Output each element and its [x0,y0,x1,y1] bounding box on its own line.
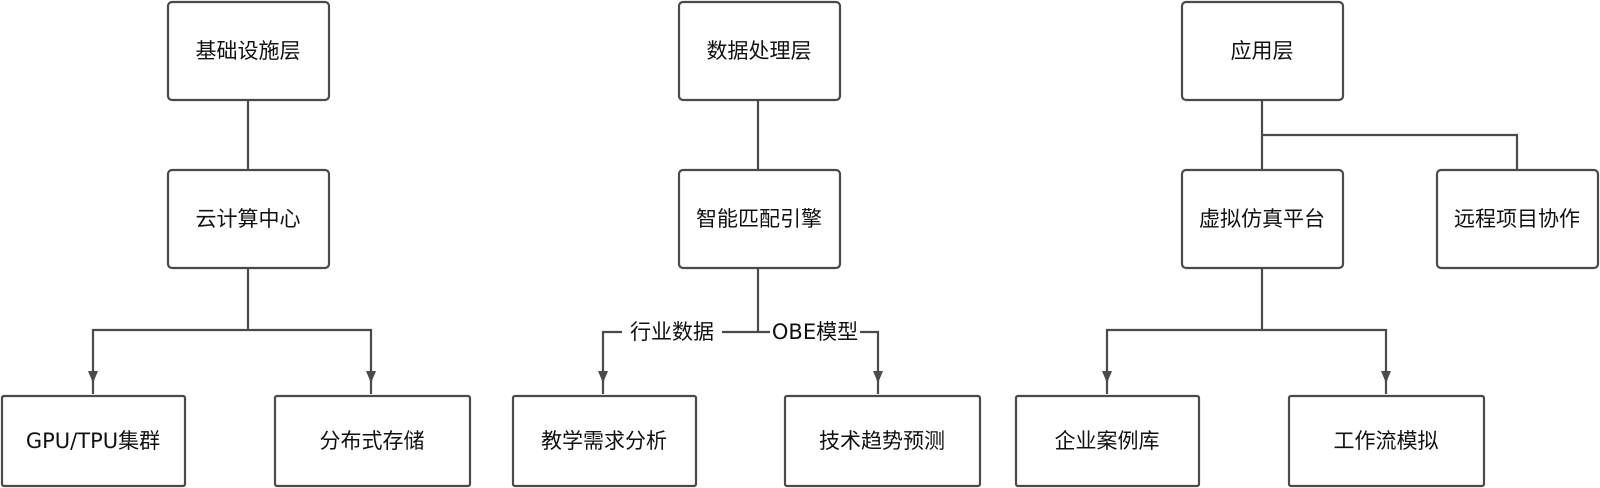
label-bg-obe [770,318,860,346]
node-storage[interactable]: 分布式存储 [273,394,472,488]
edge-engine-branches [601,330,880,394]
node-data[interactable]: 数据处理层 [677,0,842,102]
node-gpu-label: GPU/TPU集群 [26,429,160,453]
node-cases-box [1014,394,1201,488]
edge-sim-branches [1105,328,1388,394]
node-storage-box [273,394,472,488]
node-gpu-box [0,394,187,488]
node-engine-box [677,168,842,270]
node-workflow-label: 工作流模拟 [1334,429,1439,453]
edge-label-obe-model: OBE模型 [772,320,858,344]
edge-label-industry-data: 行业数据 [630,320,714,344]
node-app[interactable]: 应用层 [1180,0,1345,102]
node-workflow-box [1287,394,1486,488]
node-infra-box [166,0,331,102]
edge-app-to-remote [1262,133,1519,170]
node-remote-box [1435,168,1600,270]
node-engine-label: 智能匹配引擎 [696,207,822,231]
edges-application [1102,100,1519,394]
node-teaching-box [511,394,698,488]
node-infra[interactable]: 基础设施层 [166,0,331,102]
node-cloud-box [166,168,331,270]
node-workflow[interactable]: 工作流模拟 [1287,394,1486,488]
node-app-label: 应用层 [1231,39,1294,63]
node-trend-label: 技术趋势预测 [819,429,945,453]
node-teaching[interactable]: 教学需求分析 [511,394,698,488]
edges-infrastructure [88,100,376,394]
node-trend[interactable]: 技术趋势预测 [783,394,982,488]
node-cloud-label: 云计算中心 [196,207,301,231]
node-sim-box [1180,168,1345,270]
node-teaching-label: 教学需求分析 [541,429,667,453]
node-cases[interactable]: 企业案例库 [1014,394,1201,488]
node-cases-label: 企业案例库 [1055,429,1160,453]
edges-data-processing: 行业数据 OBE模型 [598,100,883,394]
label-bg-industry [622,318,722,346]
edge-cloud-branches [91,328,373,394]
node-trend-box [783,394,982,488]
node-sim-label: 虚拟仿真平台 [1199,207,1325,231]
node-gpu[interactable]: GPU/TPU集群 [0,394,187,488]
node-data-label: 数据处理层 [707,39,812,63]
node-data-box [677,0,842,102]
node-remote-label: 远程项目协作 [1454,207,1580,231]
node-cloud[interactable]: 云计算中心 [166,168,331,270]
node-remote[interactable]: 远程项目协作 [1435,168,1600,270]
node-infra-label: 基础设施层 [196,39,301,63]
node-sim[interactable]: 虚拟仿真平台 [1180,168,1345,270]
node-storage-label: 分布式存储 [320,429,425,453]
node-app-box [1180,0,1345,102]
node-engine[interactable]: 智能匹配引擎 [677,168,842,270]
